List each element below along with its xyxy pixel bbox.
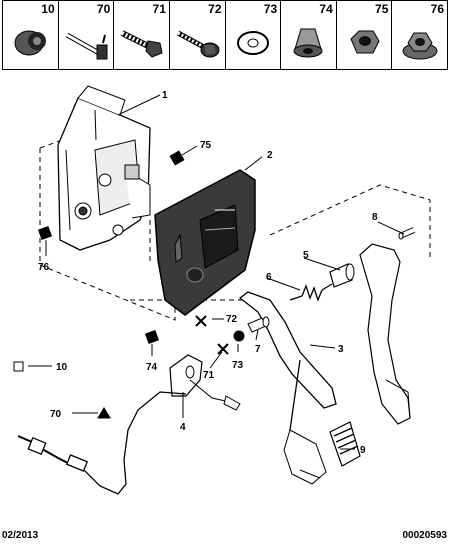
hex-nut-marker-76 [37,225,53,241]
legend-ref: 70 [96,2,111,16]
cable-tie-marker-70 [97,407,111,419]
callout-2: 2 [267,150,273,161]
bushing [329,263,355,288]
callout-75: 75 [200,140,212,151]
washer-icon [236,31,269,55]
legend-cell-10: 10 [3,1,59,69]
hex-nut-icon [350,30,380,54]
legend-cell-75: 75 [337,1,393,69]
legend-cell-76: 76 [392,1,447,69]
pedal-box-bracket [57,85,151,251]
leader-line [117,94,161,116]
legend-ref: 75 [375,2,389,16]
screw-marker-71 [217,343,229,355]
legend-cell-72: 72 [170,1,226,69]
legend-cell-71: 71 [114,1,170,69]
return-spring [289,283,333,302]
leader-line [181,145,198,156]
callout-70: 70 [50,409,62,420]
cable-tie-icon [65,32,108,60]
leader-line [303,257,341,271]
callout-76: 76 [38,262,50,273]
legend-ref: 71 [152,2,166,16]
assembly-outline [39,148,176,321]
callout-72: 72 [226,314,238,325]
pedal-pad [329,421,361,467]
callout-8: 8 [372,212,378,223]
legend-ref: 72 [208,2,222,16]
callout-9: 9 [360,445,366,456]
legend-cell-73: 73 [226,1,282,69]
legend-cell-70: 70 [59,1,115,69]
clutch-cable [17,391,187,495]
pivot-pin [398,227,416,240]
callout-10: 10 [56,362,68,373]
callout-7: 7 [255,344,261,355]
cap-nut-marker-74 [144,329,160,345]
leader-line [266,277,301,291]
legend-cell-74: 74 [281,1,337,69]
flange-nut-icon [402,32,438,60]
callout-1: 1 [162,90,168,101]
footer-date: 02/2013 [2,530,39,541]
grommet-marker-10 [13,361,24,372]
screw-marker-72 [195,315,207,327]
grommet-icon [14,30,46,56]
callout-71: 71 [203,370,215,381]
cable-bracket [169,354,241,411]
legend-ref: 76 [430,2,444,16]
callout-3: 3 [338,344,344,355]
assembly-outline-3 [269,184,431,260]
callout-74: 74 [146,362,158,373]
callout-5: 5 [303,250,309,261]
leader-line [309,344,336,349]
assembly-outline-2 [39,139,63,149]
legend-ref: 74 [319,2,333,16]
clutch-pedal [359,243,411,425]
callout-4: 4 [180,422,186,433]
bolt-icon [120,30,163,58]
washer [233,330,245,342]
screw-icon [176,30,220,58]
callout-73: 73 [232,360,244,371]
legend-ref: 73 [263,2,278,16]
leader-line [244,156,263,171]
legend-ref: 10 [41,2,55,16]
hex-nut-marker-75 [169,150,185,166]
leader-line [209,351,223,369]
footer-code: 00020593 [402,530,448,541]
parts-legend-bar: 10 70 71 72 [2,0,448,70]
callout-6: 6 [266,272,272,283]
pedal-assembly-diagram: 1 2 3 4 5 6 7 8 9 10 70 71 72 73 74 75 7… [13,85,431,495]
leader-line [377,221,405,235]
cap-nut-icon [293,28,323,58]
leader-line [255,329,259,341]
gasket-plate [154,169,256,316]
pedal-stop [247,316,270,333]
